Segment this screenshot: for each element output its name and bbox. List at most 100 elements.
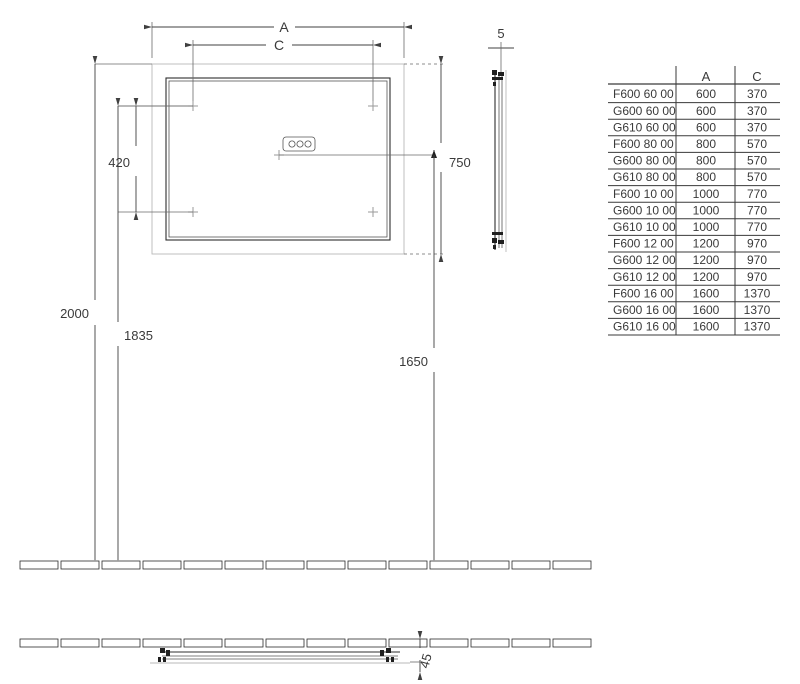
- table-row: F600 10 00 1000 770: [613, 187, 767, 201]
- table-cell-a: 1000: [693, 203, 720, 217]
- table-header-a: A: [702, 69, 711, 84]
- table-cell-c: 370: [747, 104, 767, 118]
- mirror-outer-boundary: [151, 63, 405, 255]
- table-cell-c: 1370: [744, 320, 771, 334]
- table-cell-c: 570: [747, 154, 767, 168]
- plan-section-lower: 45: [19, 631, 592, 680]
- dimension-750: 750: [404, 56, 471, 262]
- dim-A-label: A: [279, 19, 289, 35]
- table-gridlines: [608, 66, 780, 336]
- mirror-frame-inner: [168, 80, 388, 238]
- table-cell-a: 800: [696, 137, 716, 151]
- table-cell-model: G600 12 00: [613, 253, 676, 267]
- dim-1835-label: 1835: [124, 328, 153, 343]
- plan-section-upper: [19, 560, 592, 570]
- table-cell-c: 370: [747, 120, 767, 134]
- table-cell-c: 770: [747, 203, 767, 217]
- dimension-A: A: [144, 19, 412, 58]
- wall-hatch-upper: [19, 560, 592, 570]
- table-cell-a: 600: [696, 104, 716, 118]
- dimension-420: 420: [108, 98, 193, 220]
- plan-bracket-right: [380, 648, 394, 662]
- table-header-c: C: [752, 69, 761, 84]
- table-cell-a: 1600: [693, 286, 720, 300]
- table-cell-model: F600 16 00: [613, 286, 674, 300]
- table-cell-a: 1200: [693, 253, 720, 267]
- table-cell-a: 600: [696, 87, 716, 101]
- table-cell-model: G600 16 00: [613, 303, 676, 317]
- dimension-45: 45: [410, 631, 435, 680]
- mount-point-bottom-right: [368, 207, 378, 217]
- table-cell-a: 1600: [693, 320, 720, 334]
- floor-height-dimensions: 2000 1835 1650: [60, 56, 437, 568]
- center-leader-arrow: [431, 150, 437, 158]
- table-cell-model: F600 12 00: [613, 237, 674, 251]
- dim-45-label: 45: [417, 652, 435, 670]
- table-cell-c: 770: [747, 187, 767, 201]
- table-row: F600 12 00 1200 970: [613, 237, 767, 251]
- table-cell-c: 570: [747, 170, 767, 184]
- table-cell-c: 970: [747, 237, 767, 251]
- table-cell-a: 800: [696, 170, 716, 184]
- table-row: G610 12 00 1200 970: [613, 270, 767, 284]
- mirror-plan-profile: [150, 648, 410, 664]
- table-cell-c: 770: [747, 220, 767, 234]
- table-cell-model: G610 80 00: [613, 170, 676, 184]
- dim-420-label: 420: [108, 155, 130, 170]
- table-row: F600 16 00 1600 1370: [613, 286, 771, 300]
- table-cell-a: 1200: [693, 237, 720, 251]
- table-cell-model: G610 60 00: [613, 120, 676, 134]
- table-cell-a: 1600: [693, 303, 720, 317]
- dim-750-label: 750: [449, 155, 471, 170]
- table-row: G600 80 00 800 570: [613, 154, 767, 168]
- table-row: G610 60 00 600 370: [613, 120, 767, 134]
- table-cell-a: 1000: [693, 220, 720, 234]
- table-cell-c: 570: [747, 137, 767, 151]
- table-cell-model: F600 60 00: [613, 87, 674, 101]
- table-cell-model: G610 10 00: [613, 220, 676, 234]
- dim-1650-label: 1650: [399, 354, 428, 369]
- dimension-C: C: [185, 37, 381, 101]
- mirror-frame-outer: [165, 77, 391, 241]
- table-cell-a: 1000: [693, 187, 720, 201]
- table-cell-c: 370: [747, 87, 767, 101]
- mount-point-markers: [188, 101, 378, 217]
- table-row: G610 16 00 1600 1370: [613, 320, 771, 334]
- side-bracket-top: [492, 70, 504, 86]
- wall-hatch-lower: [19, 638, 592, 648]
- table-cell-c: 1370: [744, 286, 771, 300]
- table-cell-model: G600 60 00: [613, 104, 676, 118]
- dim-C-label: C: [274, 37, 284, 53]
- table-row: G600 16 00 1600 1370: [613, 303, 771, 317]
- table-cell-model: F600 10 00: [613, 187, 674, 201]
- table-cell-a: 1200: [693, 270, 720, 284]
- sensor-switch-panel: [282, 136, 316, 152]
- table-row: G600 10 00 1000 770: [613, 203, 767, 217]
- table-cell-a: 800: [696, 154, 716, 168]
- table-cell-model: G600 10 00: [613, 203, 676, 217]
- dim-5-label: 5: [497, 26, 504, 41]
- plan-bracket-left: [158, 648, 170, 662]
- table-cell-c: 1370: [744, 303, 771, 317]
- table-row: G610 10 00 1000 770: [613, 220, 767, 234]
- table-row: F600 60 00 600 370: [613, 87, 767, 101]
- side-bracket-bottom: [492, 232, 504, 249]
- table-cell-model: G610 12 00: [613, 270, 676, 284]
- front-elevation-view: A C 420: [108, 19, 471, 262]
- dim-2000-label: 2000: [60, 306, 89, 321]
- table-cell-a: 600: [696, 120, 716, 134]
- table-cell-model: G600 80 00: [613, 154, 676, 168]
- table-cell-model: G610 16 00: [613, 320, 676, 334]
- table-cell-c: 970: [747, 270, 767, 284]
- table-row: G600 60 00 600 370: [613, 104, 767, 118]
- table-row: F600 80 00 800 570: [613, 137, 767, 151]
- table-cell-model: F600 80 00: [613, 137, 674, 151]
- table-header-row: A C: [702, 69, 762, 84]
- mount-point-top-right: [368, 101, 378, 111]
- side-section-view: 5: [488, 26, 514, 252]
